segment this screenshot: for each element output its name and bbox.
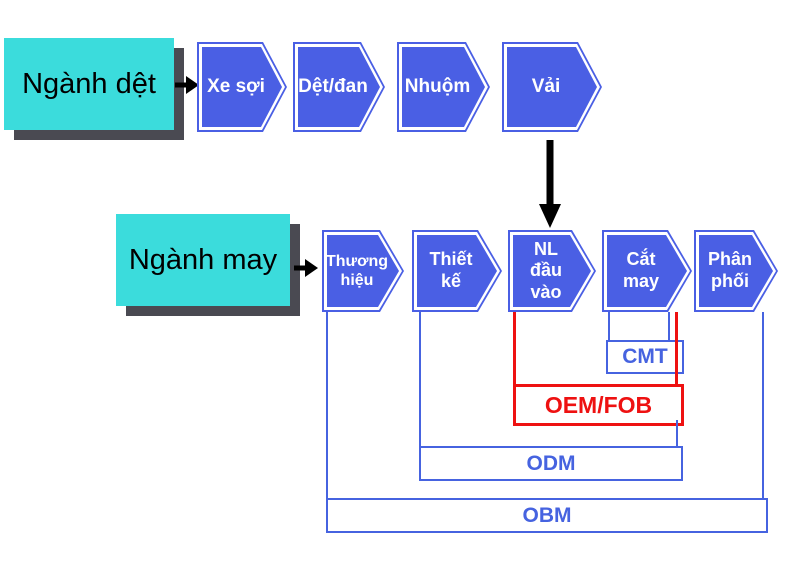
cmt-label: CMT	[622, 345, 668, 368]
chevron-nl-dau-vao-label: NL đầu vào	[529, 238, 562, 302]
cmt-bracket-left-line	[608, 312, 610, 340]
chevron-phan-phoi-label: Phân phối	[707, 249, 752, 291]
chevron-det-dan: Dệt/đan	[293, 42, 385, 132]
chevron-vai: Vải	[502, 42, 602, 132]
chevron-vai-label: Vải	[531, 75, 561, 97]
chevron-thiet-ke: Thiết kế	[412, 230, 502, 312]
chevron-det-dan-label: Dệt/đan	[298, 75, 368, 97]
chevron-xe-soi: Xe sợi	[197, 42, 287, 132]
oem-fob-bracket-left-line	[513, 312, 516, 384]
chevron-body	[507, 47, 597, 127]
obm-bracket-box: OBM	[326, 498, 768, 533]
chevron-phan-phoi: Phân phối	[694, 230, 778, 312]
cmt-bracket-box: CMT	[606, 340, 684, 374]
oem-fob-label: OEM/FOB	[544, 391, 653, 418]
chevron-nl-dau-vao: NL đầu vào	[508, 230, 596, 312]
oem-fob-bracket-box: OEM/FOB	[513, 384, 684, 426]
obm-label: OBM	[522, 503, 572, 527]
chevron-nhuom-label: Nhuộm	[404, 75, 471, 97]
oem-fob-bracket-right-line	[675, 312, 678, 384]
chevron-cat-may-label: Cắt may	[622, 249, 660, 291]
odm-bracket-right-line	[676, 420, 678, 446]
odm-bracket-left-line	[419, 312, 421, 446]
odm-bracket-box: ODM	[419, 446, 683, 481]
nganh-may-label: Ngành may	[128, 243, 278, 276]
obm-bracket-left-line	[326, 312, 328, 498]
chevron-nhuom: Nhuộm	[397, 42, 490, 132]
chevron-thiet-ke-label: Thiết kế	[429, 249, 473, 291]
chevron-thuong-hieu: Thương hiệu	[322, 230, 404, 312]
chevron-thuong-hieu-label: Thương hiệu	[325, 252, 389, 289]
arrow-down-icon	[539, 140, 561, 228]
nganh-may-box: Ngành may	[116, 214, 290, 306]
cmt-bracket-right-line	[668, 312, 670, 340]
chevron-cat-may: Cắt may	[602, 230, 692, 312]
nganh-det-label: Ngành dệt	[22, 67, 156, 100]
arrow-right-icon	[294, 259, 318, 277]
nganh-det-box: Ngành dệt	[4, 38, 174, 130]
chevron-xe-soi-label: Xe sợi	[207, 75, 265, 97]
odm-label: ODM	[526, 451, 576, 475]
arrow-right-icon	[175, 76, 199, 94]
obm-bracket-right-line	[762, 312, 764, 498]
